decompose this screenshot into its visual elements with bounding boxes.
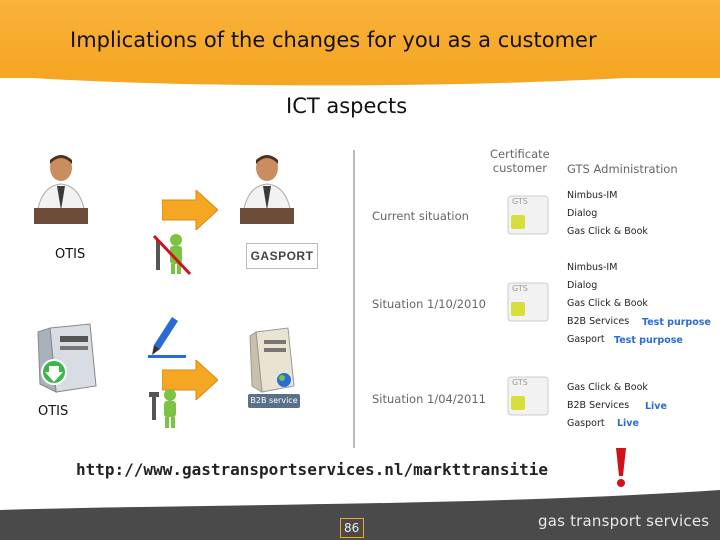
item-note: Live (617, 418, 639, 429)
gts-item: Gas Click & Book (567, 382, 648, 393)
header-wave (0, 62, 720, 86)
markttransitie-link[interactable]: http://www.gastransportservices.nl/markt… (76, 460, 549, 479)
gts-item: Gasport (567, 334, 605, 345)
admin-person-icon (240, 155, 294, 224)
page-subtitle: ICT aspects (286, 94, 408, 118)
gts-item: Dialog (567, 208, 598, 219)
otis-label-top: OTIS (55, 247, 86, 262)
page-number: 86 (344, 521, 360, 535)
gts-item: Gas Click & Book (567, 226, 648, 237)
item-note: Test purpose (614, 335, 683, 346)
item-note: Live (645, 401, 667, 412)
sim-card-text: GTS (512, 197, 528, 206)
computer-tower-icon (37, 323, 97, 393)
gts-item: B2B Services (567, 316, 630, 327)
server-icon (248, 327, 300, 408)
sim-card-text: GTS (512, 378, 528, 387)
exclamation-icon (616, 448, 626, 487)
footer-band (0, 490, 720, 540)
sim-card-icon (507, 282, 549, 322)
gts-item: Nimbus-IM (567, 190, 618, 201)
gts-item: Gasport (567, 418, 605, 429)
situation-label-current: Current situation (372, 209, 469, 223)
gts-item: B2B Services (567, 400, 630, 411)
sim-card-text: GTS (512, 284, 528, 293)
situation-label-2010: Situation 1/10/2010 (372, 297, 486, 311)
page-number-box (340, 518, 364, 538)
pen-icon (148, 317, 186, 358)
item-note: Test purpose (642, 317, 711, 328)
gts-item: Gas Click & Book (567, 298, 648, 309)
otis-label-bottom: OTIS (38, 404, 69, 419)
gasport-logo-text: GASPORT (250, 249, 314, 263)
brand-logo-text: gas transport services (538, 512, 710, 530)
page-title: Implications of the changes for you as a… (70, 28, 597, 52)
gts-item: Dialog (567, 280, 598, 291)
b2b-service-label: B2B service (250, 396, 298, 405)
sim-card-icon (507, 376, 549, 416)
situation-label-2011: Situation 1/04/2011 (372, 392, 486, 406)
gasport-logo: GASPORT (246, 243, 318, 269)
sim-card-icon (507, 195, 549, 235)
no-tools-icon (152, 234, 192, 276)
gts-item: Nimbus-IM (567, 262, 618, 273)
vertical-divider (353, 150, 355, 448)
gts-administration-header: GTS Administration (567, 162, 678, 176)
customer-person-icon (34, 155, 88, 224)
certificate-customer-header: Certificate customer (490, 147, 550, 175)
arrow-right-icon (162, 190, 218, 230)
worker-tools-icon (149, 389, 176, 428)
